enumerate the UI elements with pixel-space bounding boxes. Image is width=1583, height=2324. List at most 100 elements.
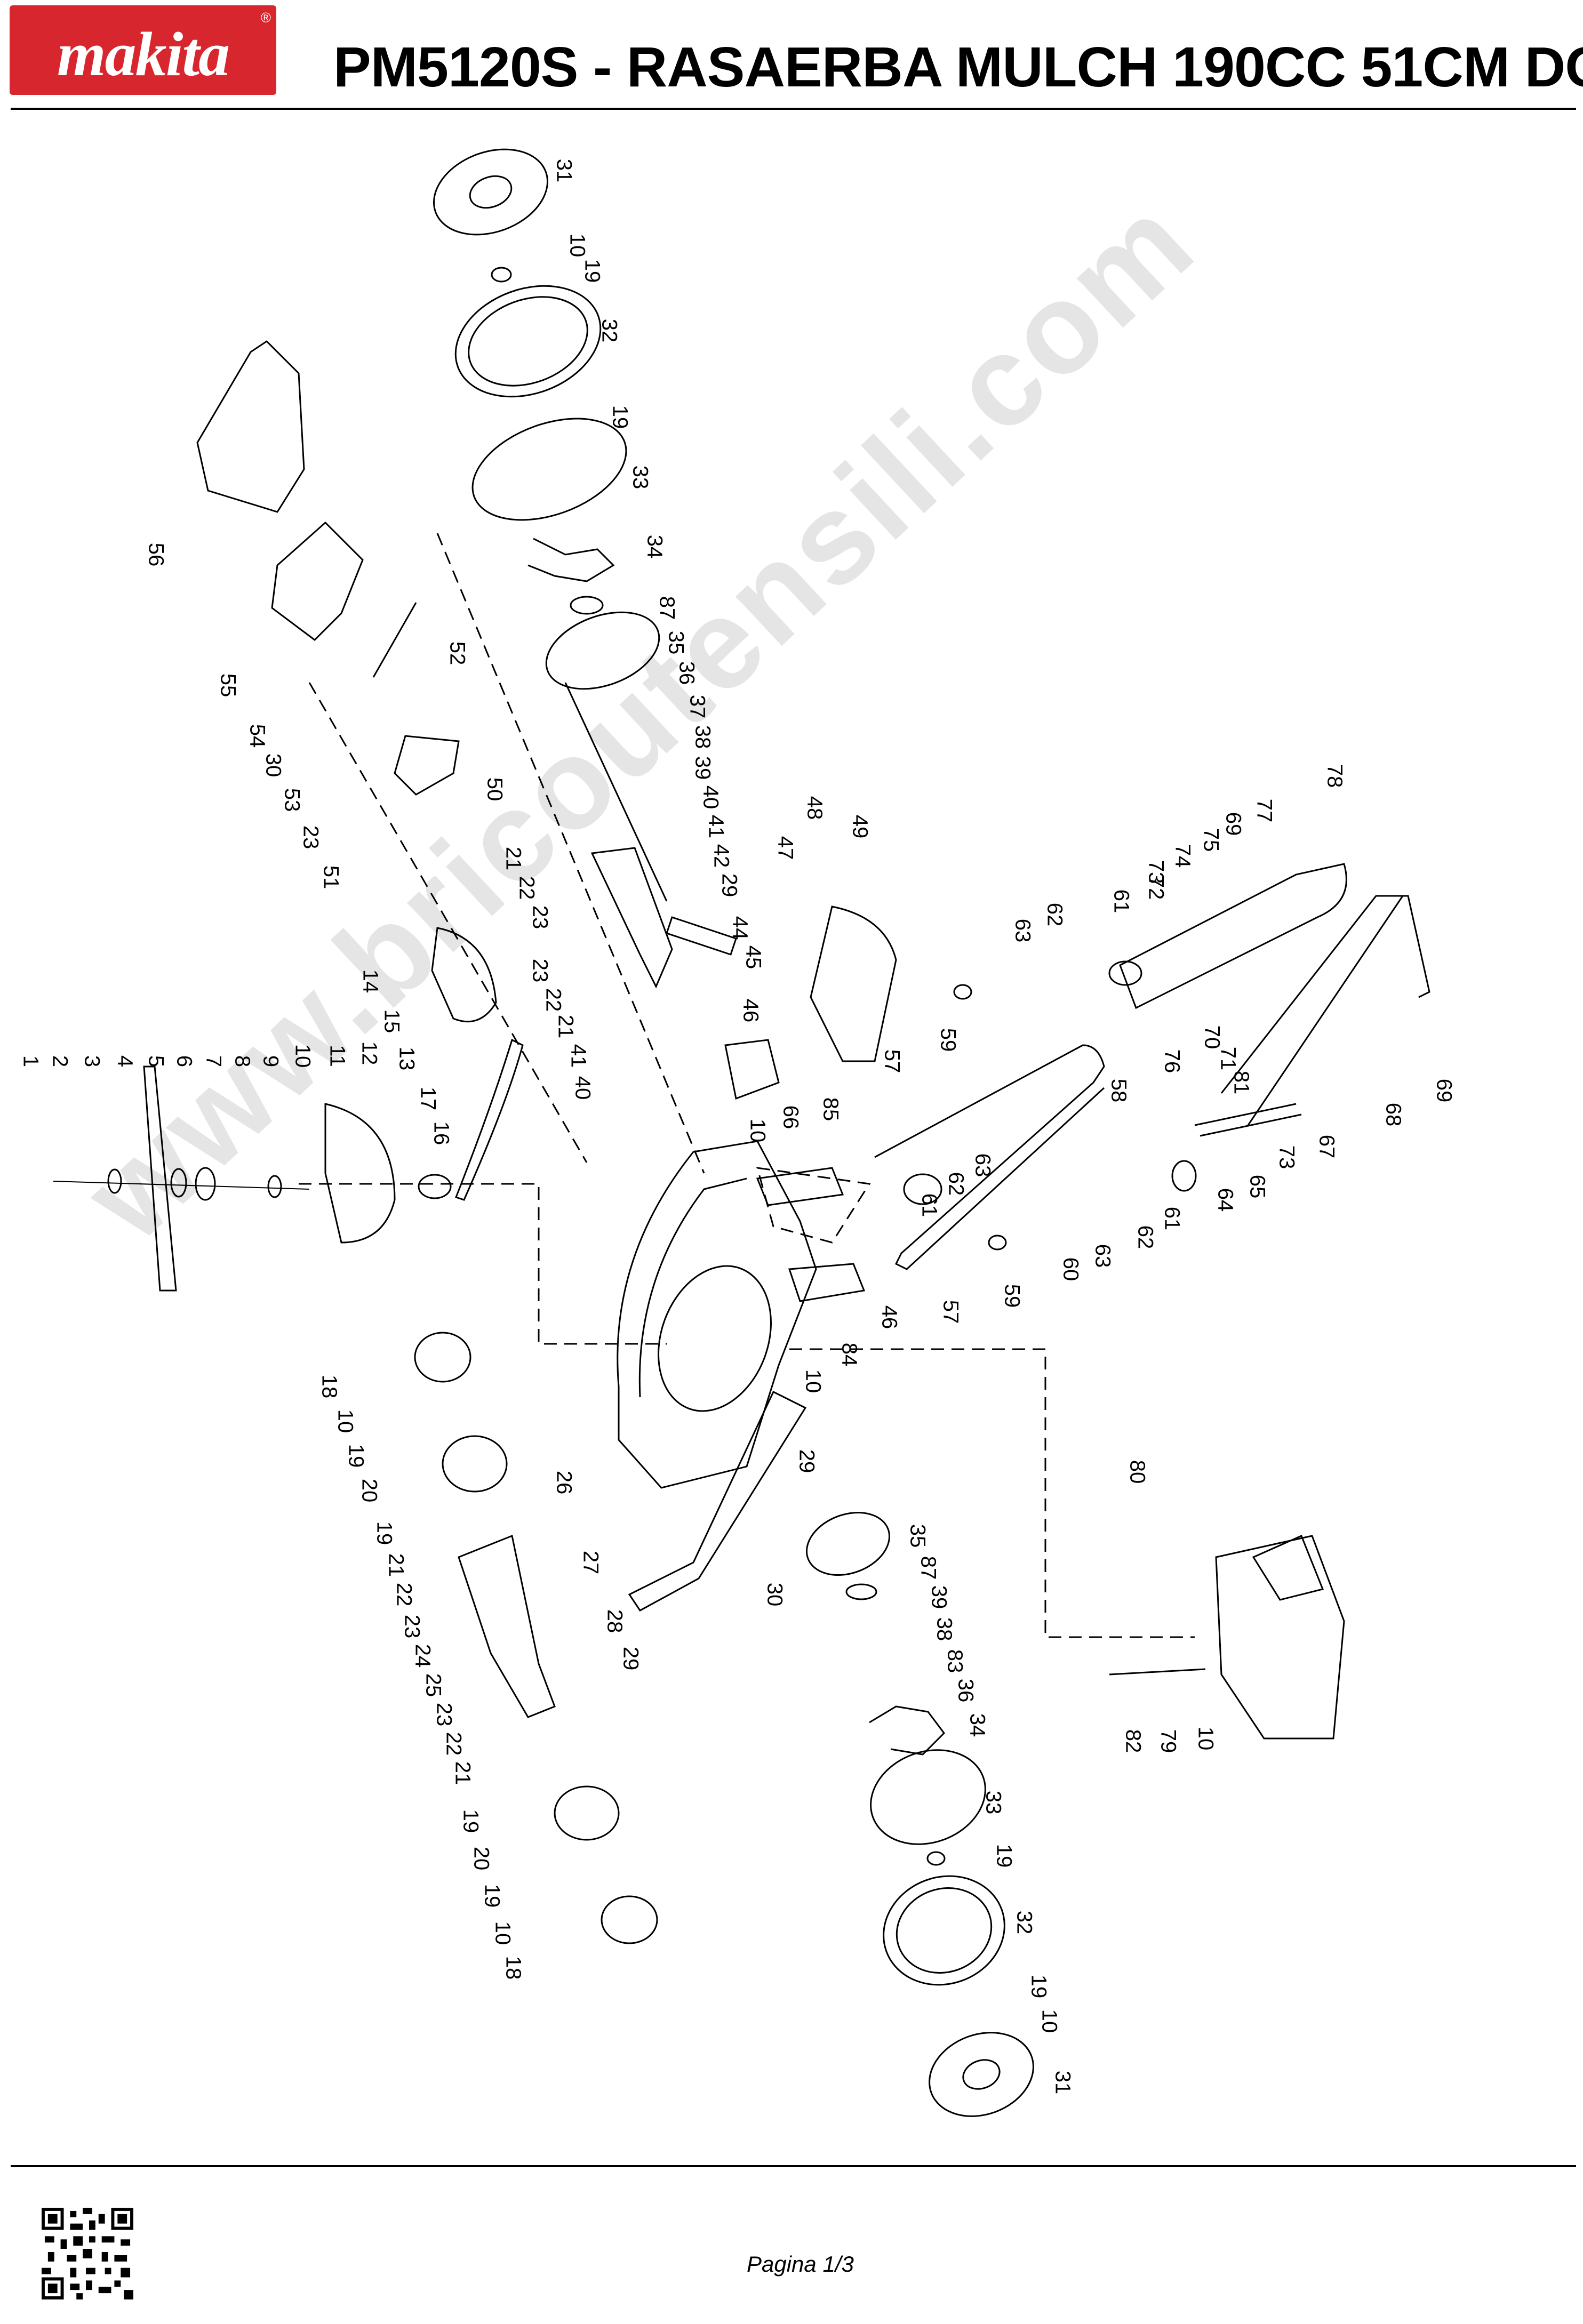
callout-54-82: 54 bbox=[245, 724, 269, 748]
callout-32-47: 32 bbox=[1012, 1911, 1036, 1935]
callout-22-124: 22 bbox=[442, 1732, 465, 1756]
washer-87-bottom bbox=[845, 1583, 877, 1600]
callout-20-127: 20 bbox=[469, 1847, 493, 1871]
callout-61-30: 61 bbox=[917, 1193, 941, 1217]
callout-30-135: 30 bbox=[763, 1583, 786, 1607]
knob-62-lower bbox=[903, 1173, 942, 1205]
callout-10-129: 10 bbox=[491, 1921, 514, 1945]
callout-19-4: 19 bbox=[608, 405, 631, 429]
callout-2-111: 2 bbox=[48, 1055, 71, 1067]
knob-62-upper bbox=[1108, 960, 1142, 986]
callout-69-75: 69 bbox=[1432, 1079, 1456, 1103]
callout-78-55: 78 bbox=[1323, 764, 1346, 788]
callout-82-52: 82 bbox=[1121, 1729, 1145, 1753]
callout-60-27: 60 bbox=[1059, 1257, 1082, 1281]
wheel-cap-31-bottom-inner bbox=[962, 2059, 1001, 2090]
callout-31-50: 31 bbox=[1051, 2071, 1074, 2095]
wheel-cap-31-bottom bbox=[929, 2032, 1034, 2117]
washer-4 bbox=[107, 1168, 122, 1194]
callout-36-9: 36 bbox=[675, 661, 698, 685]
callout-23-120: 23 bbox=[400, 1615, 423, 1639]
washer-87-top bbox=[570, 596, 604, 615]
rear-guard-49 bbox=[810, 905, 897, 1062]
callout-16-101: 16 bbox=[429, 1121, 453, 1145]
callout-46-19: 46 bbox=[739, 999, 762, 1023]
cable-64 bbox=[1194, 1103, 1297, 1126]
nut-59-lower bbox=[988, 1235, 1007, 1251]
callout-21-118: 21 bbox=[384, 1553, 407, 1577]
callout-40-13: 40 bbox=[699, 786, 722, 810]
callout-83-42: 83 bbox=[943, 1649, 966, 1673]
callout-38-41: 38 bbox=[932, 1617, 956, 1641]
hub-cap-35-top bbox=[545, 611, 660, 690]
callout-85-22: 85 bbox=[819, 1097, 842, 1121]
callout-66-20: 66 bbox=[779, 1105, 802, 1129]
callout-50-87: 50 bbox=[483, 778, 506, 802]
callout-40-95: 40 bbox=[571, 1076, 594, 1100]
callout-87-39: 87 bbox=[916, 1556, 940, 1580]
callout-79-53: 79 bbox=[1156, 1729, 1180, 1753]
handle-frame-68 bbox=[1220, 895, 1430, 1094]
washer-6 bbox=[170, 1168, 187, 1198]
callout-21-125: 21 bbox=[451, 1761, 474, 1785]
gear-ring-33-bottom bbox=[870, 1749, 986, 1845]
callout-17-100: 17 bbox=[416, 1087, 439, 1111]
callout-44-17: 44 bbox=[728, 916, 751, 940]
callout-24-121: 24 bbox=[411, 1644, 434, 1668]
rod-52 bbox=[372, 602, 417, 678]
assembly-dashed-lines bbox=[299, 533, 1195, 1638]
registered-mark-icon: ® bbox=[260, 10, 271, 26]
callout-23-90: 23 bbox=[528, 905, 551, 929]
pulley-16 bbox=[418, 1174, 452, 1199]
callout-18-130: 18 bbox=[501, 1956, 525, 1980]
grass-bag-56 bbox=[196, 340, 305, 513]
header-divider bbox=[11, 108, 1576, 110]
callout-10-54: 10 bbox=[1194, 1727, 1217, 1751]
callout-59-32: 59 bbox=[936, 1028, 960, 1052]
callout-26-131: 26 bbox=[552, 1471, 575, 1495]
callout-19-126: 19 bbox=[459, 1809, 482, 1833]
callout-48-34: 48 bbox=[803, 796, 826, 820]
callout-22-89: 22 bbox=[515, 876, 538, 900]
callout-19-128: 19 bbox=[480, 1884, 503, 1908]
callout-29-134: 29 bbox=[619, 1647, 642, 1671]
callout-6-107: 6 bbox=[172, 1055, 196, 1067]
wheel-cap-18-top bbox=[414, 1332, 471, 1383]
callout-33-5: 33 bbox=[628, 466, 652, 490]
callout-57-31: 57 bbox=[880, 1049, 904, 1073]
dash-deck-to-engine bbox=[789, 1348, 1195, 1638]
callout-75-58: 75 bbox=[1199, 828, 1222, 852]
callout-57-25: 57 bbox=[939, 1300, 962, 1324]
bag-frame-55 bbox=[271, 521, 364, 641]
callout-35-38: 35 bbox=[906, 1524, 929, 1548]
callout-23-91: 23 bbox=[528, 959, 551, 983]
wheel-32-top-tread bbox=[468, 296, 588, 387]
wheel-cap-31-top-inner bbox=[469, 175, 513, 209]
wheel-32-bottom-tread bbox=[896, 1887, 993, 1974]
callout-87-7: 87 bbox=[655, 596, 678, 620]
diagram-parts bbox=[53, 148, 1430, 2117]
callout-33-45: 33 bbox=[981, 1791, 1005, 1815]
wheel-20-top bbox=[442, 1435, 508, 1493]
callout-63-64: 63 bbox=[1011, 919, 1034, 943]
bracket-84 bbox=[788, 1263, 866, 1302]
callout-10-49: 10 bbox=[1037, 2009, 1061, 2033]
engine-cover bbox=[1252, 1534, 1324, 1601]
washer-9 bbox=[267, 1175, 282, 1198]
callout-5-108: 5 bbox=[144, 1055, 167, 1067]
rear-axle bbox=[564, 682, 668, 902]
callout-71-66: 71 bbox=[1216, 1047, 1240, 1071]
callout-10-103: 10 bbox=[291, 1044, 314, 1068]
upper-handle-67 bbox=[1119, 863, 1347, 1009]
callout-51-86: 51 bbox=[319, 866, 342, 889]
knob-62-right bbox=[1171, 1160, 1197, 1192]
callout-35-8: 35 bbox=[664, 631, 687, 655]
callout-37-10: 37 bbox=[685, 695, 709, 719]
callout-1-112: 1 bbox=[19, 1055, 42, 1067]
footer-divider bbox=[11, 2165, 1576, 2167]
bearing-19-top bbox=[491, 267, 512, 283]
bracket-66 bbox=[724, 1039, 780, 1100]
callout-47-33: 47 bbox=[773, 836, 797, 860]
callout-34-44: 34 bbox=[965, 1713, 989, 1737]
callout-52-80: 52 bbox=[445, 642, 469, 666]
